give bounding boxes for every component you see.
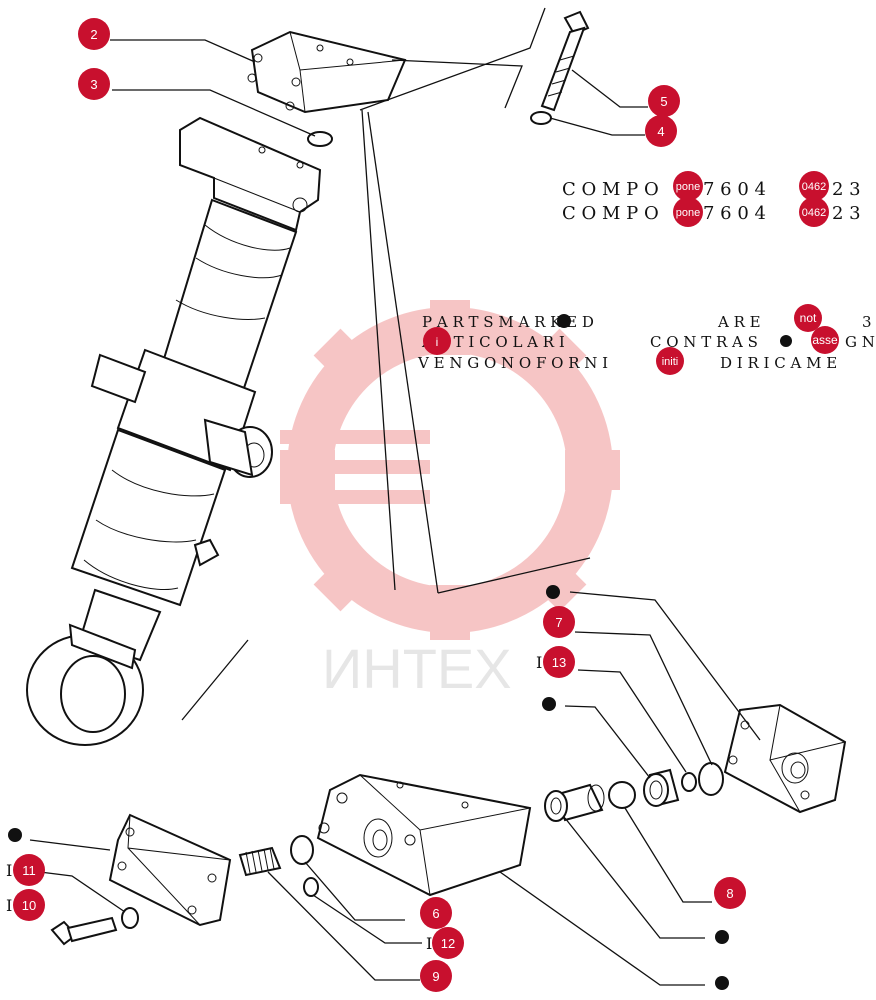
note-line-1c: 3 bbox=[862, 313, 872, 331]
callout-11-label: 11 bbox=[22, 863, 36, 878]
callout-7-label: 7 bbox=[555, 615, 562, 630]
washer-11-part bbox=[121, 907, 139, 929]
callout-7[interactable]: 7 bbox=[543, 606, 575, 638]
top-valve-block bbox=[247, 30, 407, 114]
bullet-marker bbox=[715, 976, 729, 990]
note-line-3a: V E N G O N O F O R N I bbox=[417, 354, 608, 372]
bullet-markers bbox=[8, 585, 729, 990]
bullet-marker bbox=[557, 314, 571, 328]
o-ring-6-part bbox=[290, 835, 314, 865]
callouts: 2 3 5 4 7 I 13 I 11 I bbox=[6, 18, 746, 992]
header-badge-1a: pone bbox=[676, 181, 700, 193]
callout-10[interactable]: I 10 bbox=[6, 889, 45, 921]
watermark: ИНТЕХ bbox=[280, 300, 620, 700]
main-valve-body bbox=[316, 773, 532, 897]
spring-9-part bbox=[238, 846, 282, 877]
notes-text: P A R T S M A R K E D A R E 3 not A R T … bbox=[417, 304, 875, 375]
header-badge-2b: 0462 bbox=[802, 207, 826, 219]
bullet-marker bbox=[546, 585, 560, 599]
note-badge-i: i bbox=[436, 335, 439, 349]
bullet-marker bbox=[542, 697, 556, 711]
header-line-2-mid: 7 6 0 4 bbox=[703, 203, 766, 224]
watermark-gear-icon bbox=[280, 300, 620, 640]
callout-12[interactable]: I 12 bbox=[426, 927, 464, 959]
callout-5-label: 5 bbox=[660, 94, 667, 109]
header-line-1-tail: 2 3 bbox=[832, 179, 861, 200]
note-badge-initi: initi bbox=[662, 356, 679, 368]
callout-11[interactable]: I 11 bbox=[6, 854, 45, 886]
o-ring-12-part bbox=[303, 877, 319, 897]
bullet-marker bbox=[8, 828, 22, 842]
note-line-2c: G N bbox=[845, 333, 875, 351]
note-line-2b: C O N T R A S bbox=[650, 333, 758, 351]
callout-4-label: 4 bbox=[657, 124, 664, 139]
callout-8-label: 8 bbox=[726, 886, 733, 901]
callout-3-label: 3 bbox=[90, 77, 97, 92]
header-line-1-start: C O M P O bbox=[562, 179, 659, 200]
washer-4-part bbox=[530, 111, 552, 125]
callout-10-prefix: I bbox=[6, 896, 12, 915]
callout-8[interactable]: 8 bbox=[714, 877, 746, 909]
cylinder-assembly bbox=[26, 116, 322, 746]
bolt-5-part bbox=[540, 10, 590, 112]
callout-6[interactable]: 6 bbox=[420, 897, 452, 929]
callout-9-label: 9 bbox=[432, 969, 439, 984]
callout-5[interactable]: 5 bbox=[648, 85, 680, 117]
callout-9[interactable]: 9 bbox=[420, 960, 452, 992]
detail-leader-upper bbox=[359, 7, 546, 594]
right-end-plate bbox=[723, 703, 847, 814]
callout-3[interactable]: 3 bbox=[78, 68, 110, 100]
detail-leader-lower bbox=[181, 557, 591, 721]
o-ring-7-part bbox=[698, 762, 724, 796]
note-badge-asse: asse bbox=[812, 333, 838, 347]
note-badge-not: not bbox=[800, 311, 817, 325]
header-line-2-tail: 2 3 bbox=[832, 203, 861, 224]
watermark-text: ИНТЕХ bbox=[322, 637, 512, 700]
note-line-1b: A R E bbox=[717, 313, 761, 331]
callout-2-label: 2 bbox=[90, 27, 97, 42]
note-line-3b: D I R I C A M E bbox=[720, 354, 837, 372]
check-ball-part bbox=[608, 781, 636, 809]
note-line-1a: P A R T S M A R K E D bbox=[422, 313, 594, 331]
callout-11-prefix: I bbox=[6, 861, 12, 880]
header-line-2-start: C O M P O bbox=[562, 203, 659, 224]
check-valve-seat-part bbox=[643, 768, 680, 807]
header-line-1-mid: 7 6 0 4 bbox=[703, 179, 766, 200]
header-badge-1b: 0462 bbox=[802, 181, 826, 193]
callout-10-label: 10 bbox=[22, 898, 36, 913]
callout-12-prefix: I bbox=[426, 934, 432, 953]
bolt-10-part bbox=[50, 916, 118, 946]
callout-13-label: 13 bbox=[552, 655, 566, 670]
leader-lines bbox=[29, 39, 761, 986]
callout-4[interactable]: 4 bbox=[645, 115, 677, 147]
callout-12-label: 12 bbox=[441, 936, 455, 951]
header-badge-2a: pone bbox=[676, 207, 700, 219]
callout-13[interactable]: I 13 bbox=[536, 646, 575, 678]
bullet-marker bbox=[715, 930, 729, 944]
callout-13-prefix: I bbox=[536, 653, 542, 672]
header-text: C O M P O 7 6 0 4 2 3 C O M P O 7 6 0 4 … bbox=[562, 171, 861, 227]
left-end-plate bbox=[108, 813, 232, 927]
note-line-2a: A R T I C O L A R I bbox=[421, 333, 565, 351]
callout-2[interactable]: 2 bbox=[78, 18, 110, 50]
callout-6-label: 6 bbox=[432, 906, 439, 921]
o-ring-13-part bbox=[681, 772, 697, 792]
spool-part bbox=[544, 783, 605, 822]
bullet-marker bbox=[780, 335, 792, 347]
